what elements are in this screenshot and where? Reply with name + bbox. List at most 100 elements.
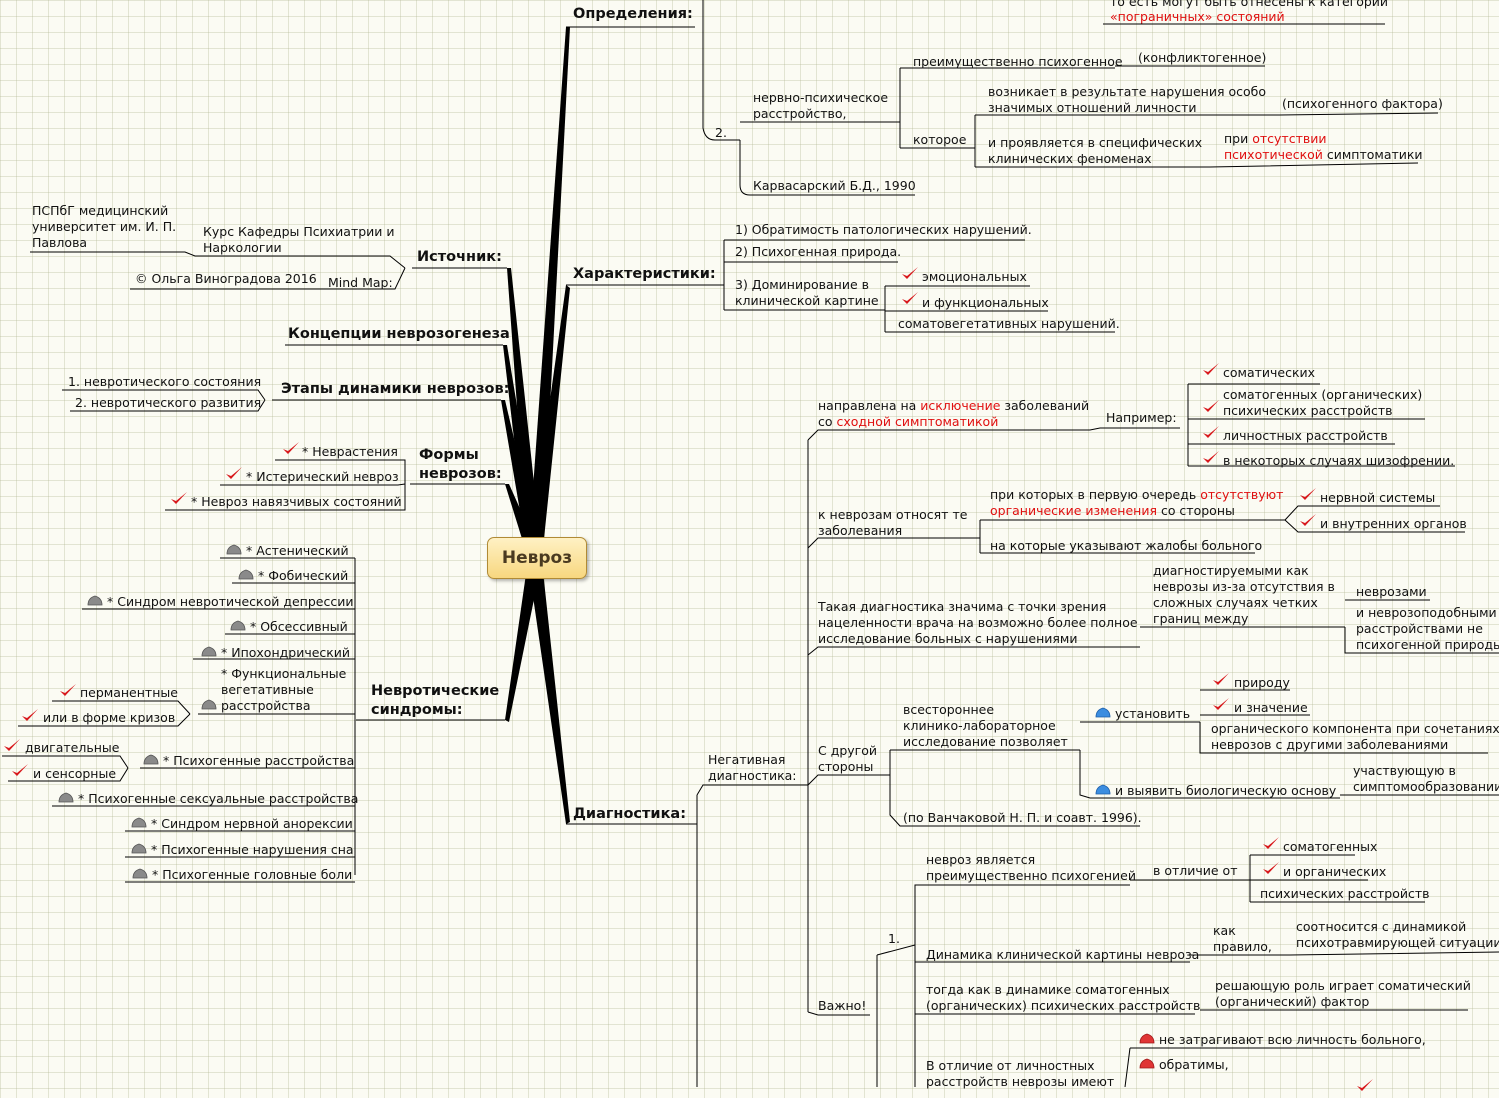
important-organic[interactable]: и органических: [1283, 864, 1387, 879]
diag-absent-line-2[interactable]: органические изменения со стороны: [990, 503, 1235, 519]
psychogenic-sensory[interactable]: и сенсорные: [33, 766, 117, 781]
def-nps-line-1[interactable]: нервно-психическое: [753, 90, 889, 105]
diag-exclusion-line-2[interactable]: со сходной симптоматикой: [818, 414, 998, 430]
important-as-rule-line-2[interactable]: правило,: [1213, 939, 1272, 954]
diag-significance-line-1[interactable]: Такая диагностика значима с точки зрения: [818, 599, 1107, 614]
syndrome-psychogenic[interactable]: * Психогенные расстройства: [163, 753, 355, 768]
def-karvasarsky-ref[interactable]: Карвасарский Б.Д., 1990: [753, 178, 916, 193]
def-manifests-line-1[interactable]: и проявляется в специфических: [988, 135, 1203, 150]
char-item-1[interactable]: 1) Обратимость патологических нарушений.: [735, 222, 1032, 237]
syndrome-vegetative-line-3[interactable]: расстройства: [221, 698, 311, 713]
negative-diagnostics-line-2[interactable]: диагностика:: [708, 768, 797, 783]
important-not-affect[interactable]: не затрагивают всю личность больного,: [1159, 1032, 1426, 1047]
important-personality-line-1[interactable]: В отличие от личностных: [926, 1058, 1095, 1073]
def-manifests-line-2[interactable]: клинических феноменах: [988, 151, 1152, 166]
diag-absent-line-1[interactable]: при которых в первую очередь отсутствуют: [990, 487, 1283, 503]
stages-heading[interactable]: Этапы динамики неврозов:: [281, 381, 510, 397]
example-somatogenic-line-2[interactable]: психических расстройств: [1223, 403, 1393, 418]
diag-diagnosed-line-3[interactable]: сложных случаях четких: [1153, 595, 1318, 610]
forms-heading-line-1[interactable]: Формы: [419, 447, 479, 463]
syndrome-hypochondriac[interactable]: * Ипохондрический: [221, 645, 351, 660]
diag-diagnosed-line-2[interactable]: неврозы из-за отсутствия в: [1153, 579, 1335, 594]
diag-complaints[interactable]: на которые указывают жалобы больного: [990, 538, 1263, 553]
diag-diagnosed-line-1[interactable]: диагностируемыми как: [1153, 563, 1309, 578]
diag-internal-organs[interactable]: и внутренних органов: [1320, 516, 1467, 531]
syndrome-obsessive[interactable]: * Обсессивный: [250, 619, 348, 634]
diag-comprehensive-line-2[interactable]: клинико-лабораторное: [903, 718, 1056, 733]
important-reversible[interactable]: обратимы,: [1159, 1057, 1229, 1072]
def-absence-line-1[interactable]: при отсутствии: [1224, 131, 1326, 147]
diag-biological-basis[interactable]: и выявить биологическую основу: [1115, 783, 1337, 798]
example-schizophrenia[interactable]: в некоторых случаях шизофрении.: [1223, 453, 1455, 468]
important-personality-line-2[interactable]: расстройств неврозы имеют: [926, 1074, 1115, 1089]
important-whereas-line-2[interactable]: (органических) психических расстройств: [926, 998, 1201, 1013]
concepts-heading[interactable]: Концепции неврозогенеза: [288, 326, 510, 342]
diag-organic-component-line-1[interactable]: органического компонента при сочетаниях: [1211, 721, 1499, 736]
diag-comprehensive-line-1[interactable]: всестороннее: [903, 702, 995, 717]
important-unlike[interactable]: в отличие от: [1153, 863, 1238, 878]
def-which[interactable]: которое: [913, 132, 967, 147]
psychogenic-motor[interactable]: двигательные: [25, 740, 120, 755]
central-node[interactable]: Невроз: [487, 537, 587, 579]
source-mindmap[interactable]: Mind Map:: [328, 275, 393, 290]
example-somatogenic-line-1[interactable]: соматогенных (органических): [1223, 387, 1423, 402]
def-predominantly-psychogenic[interactable]: преимущественно психогенное: [913, 54, 1123, 69]
form-hysterical[interactable]: * Истерический невроз: [246, 469, 399, 484]
important-whereas-line-1[interactable]: тогда как в динамике соматогенных: [926, 982, 1170, 997]
diag-for-example[interactable]: Например:: [1106, 410, 1177, 425]
diag-comprehensive-line-3[interactable]: исследование позволяет: [903, 734, 1068, 749]
definitions-heading[interactable]: Определения:: [573, 6, 693, 22]
syndrome-sleep[interactable]: * Психогенные нарушения сна: [151, 842, 354, 857]
important-neurosis-line-1[interactable]: невроз является: [926, 852, 1036, 867]
form-neurasthenia[interactable]: * Неврастения: [302, 444, 398, 459]
source-heading[interactable]: Источник:: [417, 249, 502, 265]
char-item-3-line-1[interactable]: 3) Доминирование в: [735, 277, 870, 292]
diag-neuroses-line-1[interactable]: к неврозам относят те: [818, 507, 968, 522]
stage-item-2[interactable]: 2. невротического развития: [75, 395, 262, 410]
form-obsessive[interactable]: * Невроз навязчивых состояний: [191, 494, 402, 509]
diag-participating-line-1[interactable]: участвующую в: [1353, 763, 1456, 778]
diag-exclusion-line-1[interactable]: направлена на исключение заболеваний: [818, 398, 1089, 414]
diag-establish[interactable]: установить: [1115, 706, 1191, 721]
negative-diagnostics-line-1[interactable]: Негативная: [708, 752, 786, 767]
vegetative-crises[interactable]: или в форме кризов: [43, 710, 176, 725]
syndrome-depression[interactable]: * Синдром невротической депрессии: [107, 594, 354, 609]
diag-neurosis-like-line-1[interactable]: и неврозоподобными: [1356, 605, 1497, 620]
important-neurosis-line-2[interactable]: преимущественно психогенией: [926, 868, 1136, 883]
def-conflictogenic[interactable]: (конфликтогенное): [1138, 50, 1267, 65]
syndrome-phobic[interactable]: * Фобический: [258, 568, 349, 583]
source-pspbgmu-line-2[interactable]: университет им. И. П.: [32, 219, 177, 234]
source-course-line-2[interactable]: Наркологии: [203, 240, 282, 255]
diag-neurosis-like-line-2[interactable]: расстройствами не: [1356, 621, 1483, 636]
diag-significance-line-2[interactable]: нацеленности врача на возможно более пол…: [818, 615, 1138, 630]
example-personality[interactable]: личностных расстройств: [1223, 428, 1388, 443]
diag-neurosis-like-line-3[interactable]: психогенной природы: [1356, 637, 1499, 652]
important-as-rule-line-1[interactable]: как: [1213, 923, 1236, 938]
syndromes-heading-line-2[interactable]: синдромы:: [371, 702, 463, 718]
diag-significance[interactable]: и значение: [1234, 700, 1308, 715]
stage-item-1[interactable]: 1. невротического состояния: [68, 374, 262, 389]
example-somatic[interactable]: соматических: [1223, 365, 1316, 380]
syndrome-anorexia[interactable]: * Синдром нервной анорексии: [151, 816, 353, 831]
def-arises-line-1[interactable]: возникает в результате нарушения особо: [988, 84, 1266, 99]
syndrome-asthenic[interactable]: * Астенический: [246, 543, 349, 558]
def-absence-line-2[interactable]: психотической симптоматики: [1224, 147, 1423, 163]
important-somatogenic[interactable]: соматогенных: [1283, 839, 1378, 854]
diag-significance-line-3[interactable]: исследование больных с нарушениями: [818, 631, 1078, 646]
diag-neuroses[interactable]: неврозами: [1356, 584, 1427, 599]
diag-diagnosed-line-4[interactable]: границ между: [1153, 611, 1249, 626]
char-item-3-line-2[interactable]: клинической картине: [735, 293, 879, 308]
important-heading[interactable]: Важно!: [818, 998, 867, 1013]
diag-nervous-system[interactable]: нервной системы: [1320, 490, 1436, 505]
diag-organic-component-line-2[interactable]: неврозов с другими заболеваниями: [1211, 737, 1449, 752]
important-decisive-line-1[interactable]: решающую роль играет соматический: [1215, 978, 1471, 993]
important-dynamics[interactable]: Динамика клинической картины невроза: [926, 947, 1200, 962]
vegetative-permanent[interactable]: перманентные: [80, 685, 178, 700]
source-pspbgmu-line-1[interactable]: ПСПбГ медицинский: [32, 203, 169, 218]
syndrome-vegetative-line-1[interactable]: * Функциональные: [221, 666, 347, 681]
syndrome-vegetative-line-2[interactable]: вегетативные: [221, 682, 314, 697]
char-item-2[interactable]: 2) Психогенная природа.: [735, 244, 902, 259]
def-psychogenic-factor[interactable]: (психогенного фактора): [1282, 96, 1443, 111]
diag-other-side-line-1[interactable]: С другой: [818, 743, 878, 758]
important-correlates-line-2[interactable]: психотравмирующей ситуации,: [1296, 935, 1499, 950]
